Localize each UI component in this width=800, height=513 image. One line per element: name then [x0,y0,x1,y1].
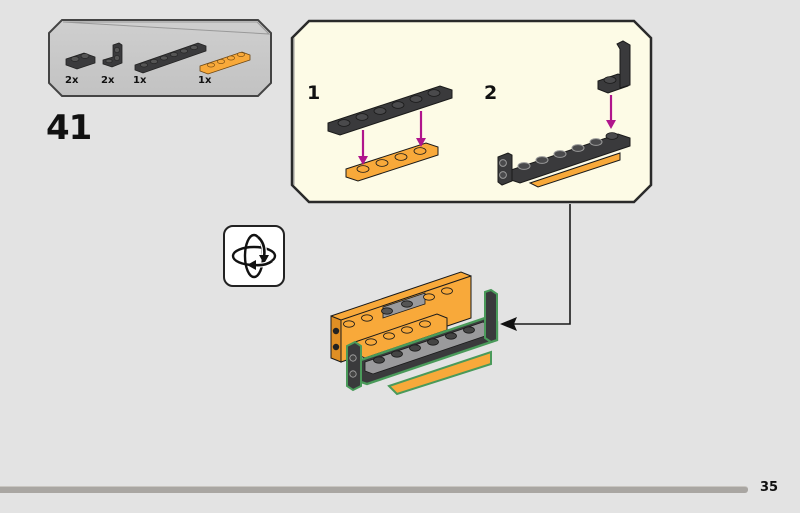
callout-arrow-icon [500,317,517,331]
new-subassembly-highlight [346,288,499,396]
substep-1-dark-plate-icon [327,85,453,136]
part-plate-1x2-icon [65,52,96,70]
substep-1-orange-plate-icon [345,142,439,182]
substep-2-bracket-icon [597,40,631,94]
insert-arrow-icon [358,111,426,165]
insert-arrow-icon [606,95,616,129]
page-number: 35 [760,480,779,495]
part-quantity: 2x [65,75,79,86]
part-plate-1x6-icon [134,42,207,74]
part-quantity: 1x [198,75,212,86]
parts-list-panel: 2x 2x 1x 1x [48,19,272,97]
part-bracket-icon [102,42,123,68]
main-model [330,271,499,396]
footer-progress-bar [0,486,748,493]
rotate-model-icon [222,224,286,288]
substeps-panel: 1 2 [290,19,654,205]
callout-connector [500,204,571,331]
part-plate-1x4-orange-icon [199,51,251,75]
substep-2-assembly-icon [497,132,631,188]
part-quantity: 2x [101,75,115,86]
step-number: 41 [46,108,92,148]
part-quantity: 1x [133,75,147,86]
substep-number: 2 [484,82,498,104]
substep-number: 1 [307,82,321,104]
